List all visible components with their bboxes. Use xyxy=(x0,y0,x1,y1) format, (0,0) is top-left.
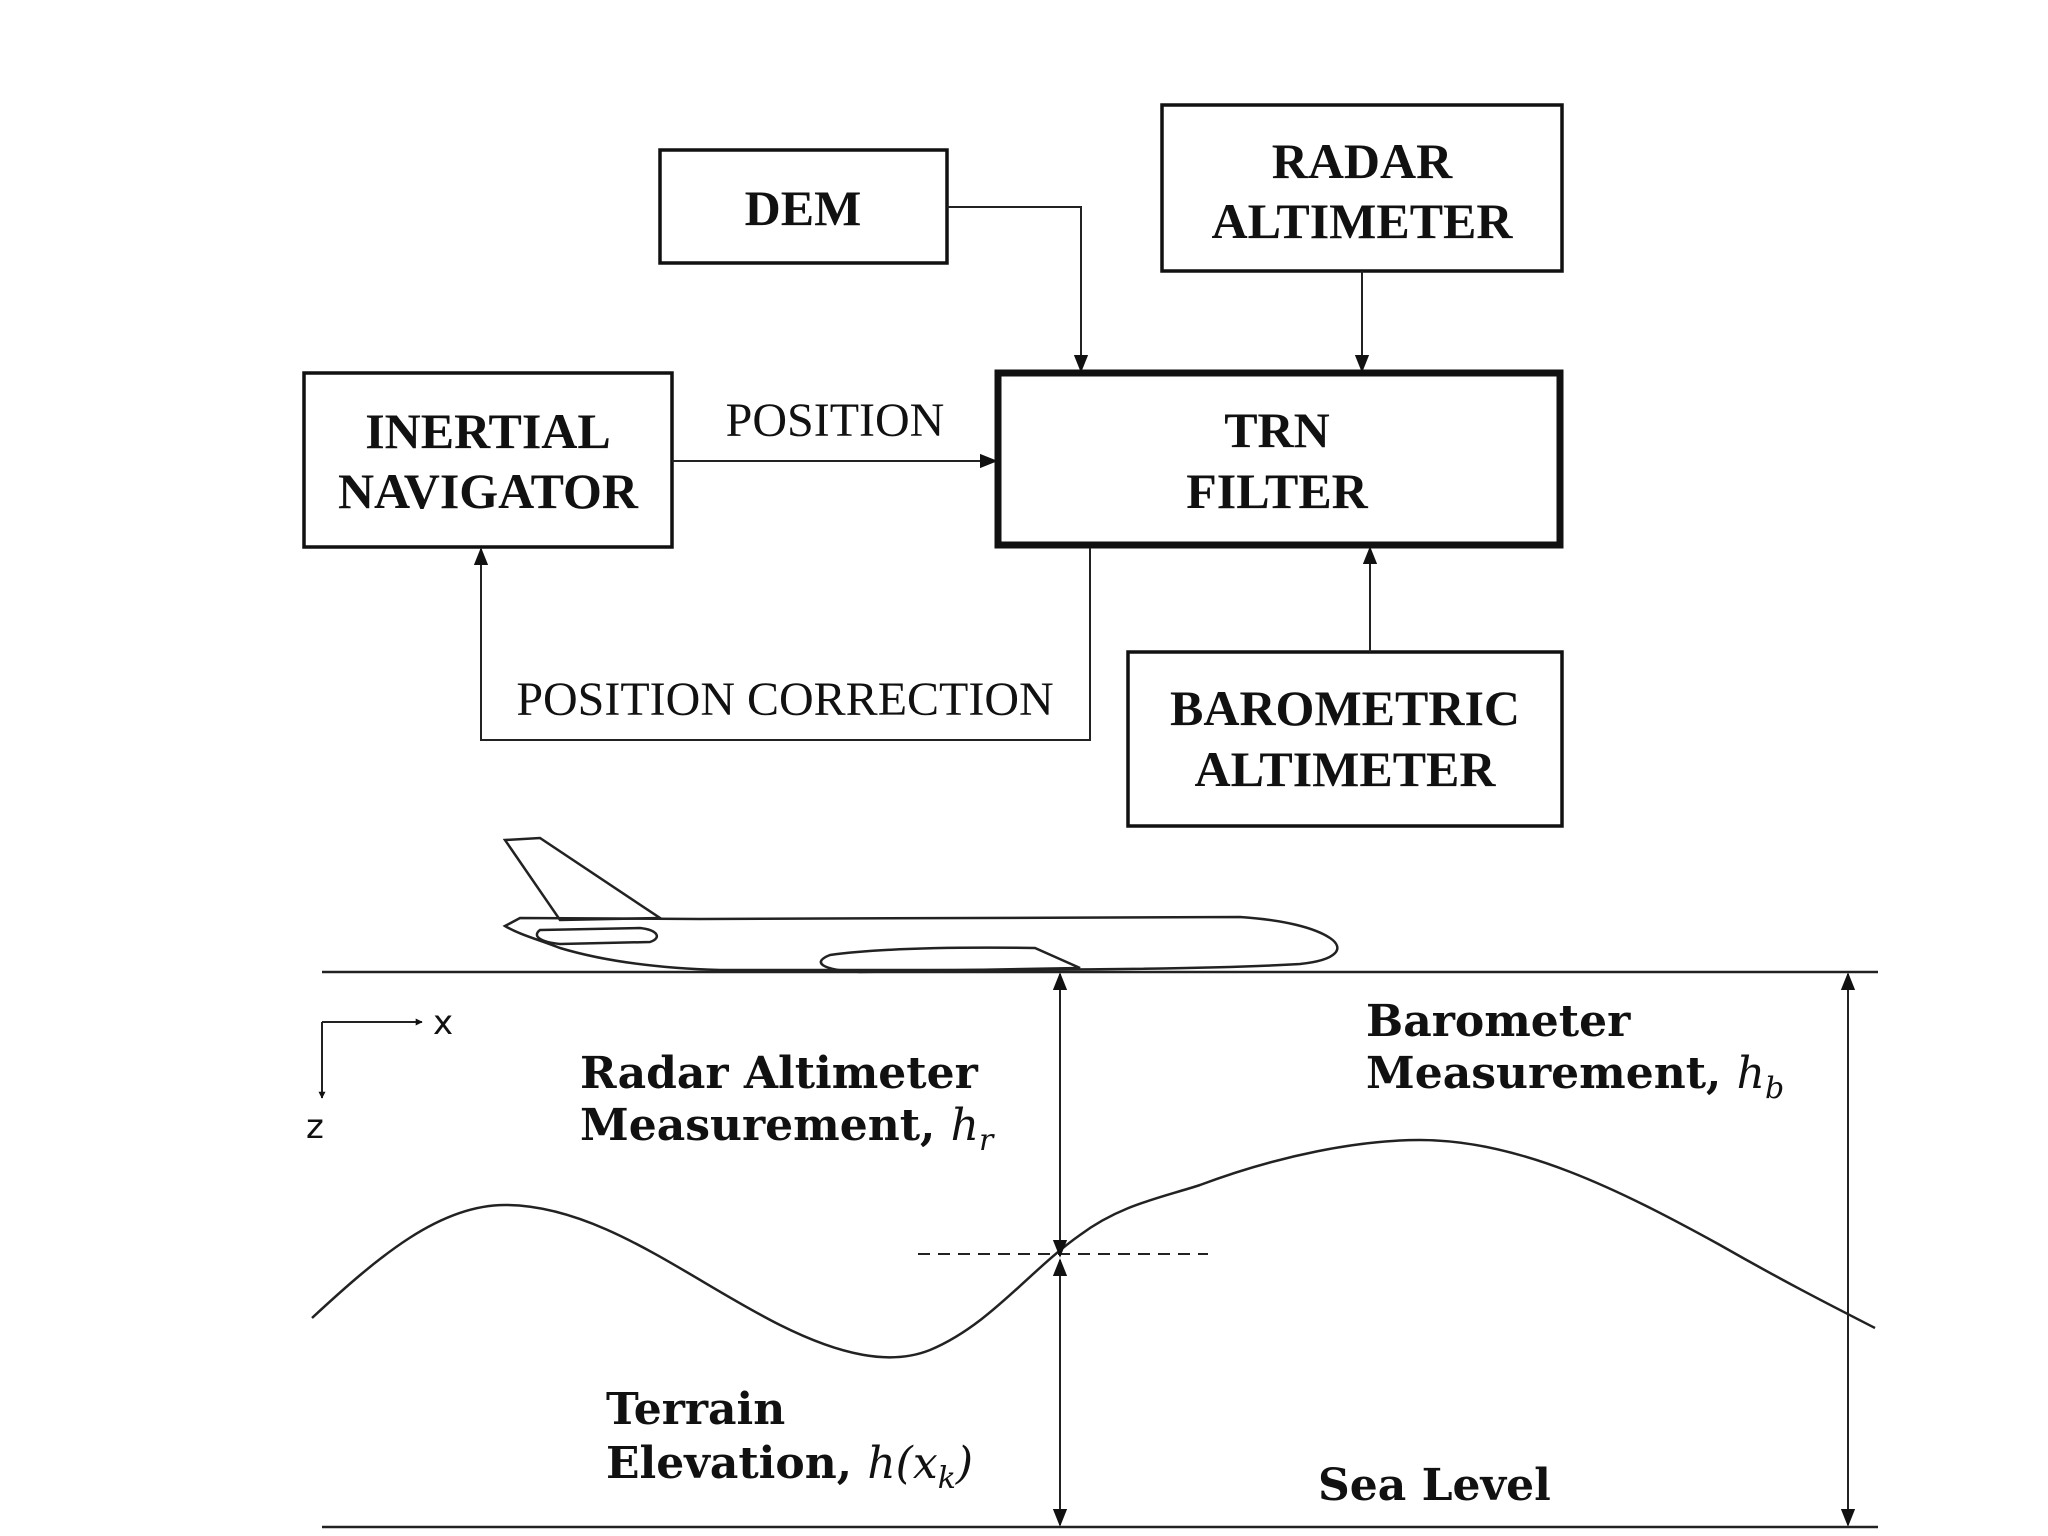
radar-measurement-line2: Measurement, hr xyxy=(580,1100,995,1158)
trn-filter-block: TRN FILTER xyxy=(994,369,1564,549)
axes-indicator: x z xyxy=(306,1003,453,1147)
inertial-navigator-block: INERTIAL NAVIGATOR xyxy=(302,371,674,549)
dem-to-trn-arrow xyxy=(947,206,1089,373)
z-axis-label: z xyxy=(306,1107,324,1147)
x-axis-label: x xyxy=(433,1003,453,1043)
position-correction-label: POSITION CORRECTION xyxy=(516,673,1053,726)
dem-label: DEM xyxy=(745,180,862,236)
terrain-elevation-label: Terrain Elevation, h(xk) xyxy=(606,1384,973,1496)
trn-filter-label-line1: TRN xyxy=(1224,402,1330,458)
barometer-measurement-symbol: h xyxy=(1737,1048,1765,1099)
barometer-measurement-line1: Barometer xyxy=(1366,996,1631,1047)
position-correction-arrow xyxy=(473,547,1091,741)
radar-altimeter-label-line1: RADAR xyxy=(1272,133,1453,189)
terrain-elevation-symbol: h( xyxy=(867,1438,913,1489)
terrain-elevation-line1: Terrain xyxy=(606,1384,785,1435)
barometer-measurement-label: Barometer Measurement, hb xyxy=(1366,996,1784,1106)
aircraft-icon xyxy=(502,836,1339,974)
dem-block: DEM xyxy=(658,148,949,265)
sea-level-label: Sea Level xyxy=(1318,1460,1551,1511)
trn-filter-label-line2: FILTER xyxy=(1186,463,1368,519)
barometric-altimeter-block: BAROMETRIC ALTIMETER xyxy=(1126,650,1564,828)
barometer-measurement-line2: Measurement, hb xyxy=(1366,1048,1784,1106)
terrain-elevation-line2: Elevation, h(xk) xyxy=(606,1438,973,1496)
radar-measurement-symbol: h xyxy=(951,1100,979,1151)
radar-measurement-label: Radar Altimeter Measurement, hr xyxy=(580,1048,995,1158)
radar-altimeter-block: RADAR ALTIMETER xyxy=(1160,103,1564,273)
barometric-altimeter-label-line2: ALTIMETER xyxy=(1194,741,1496,797)
radar-measurement-subscript: r xyxy=(979,1123,995,1158)
barometric-altimeter-label-line1: BAROMETRIC xyxy=(1170,680,1520,736)
inertial-navigator-label-line2: NAVIGATOR xyxy=(338,463,639,519)
terrain-profile xyxy=(311,1138,1876,1359)
radar-measurement-line1: Radar Altimeter xyxy=(580,1048,979,1099)
inertial-navigator-label-line1: INERTIAL xyxy=(365,403,611,459)
position-label: POSITION xyxy=(726,394,945,447)
radar-altimeter-label-line2: ALTIMETER xyxy=(1211,193,1513,249)
barometer-measurement-subscript: b xyxy=(1765,1071,1784,1106)
